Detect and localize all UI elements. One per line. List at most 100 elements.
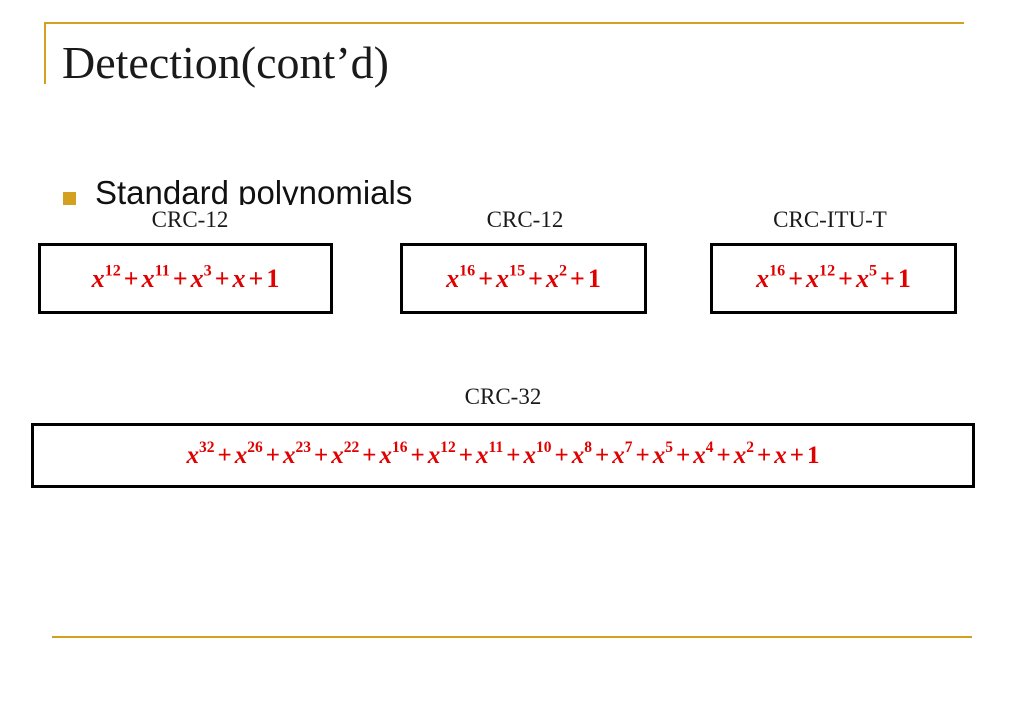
crc-12-term: x3 — [190, 262, 212, 293]
crc-itu-t-plus-sign: + — [788, 263, 804, 293]
crc-16-plus-sign: + — [570, 263, 585, 293]
crc-32-term: x5 — [652, 439, 673, 469]
crc-32-term: x32 — [186, 440, 215, 469]
crc-32-term-exponent: 26 — [247, 439, 263, 457]
crc-12-term: 1 — [266, 264, 279, 293]
crc-32-term: 1 — [807, 442, 820, 469]
crc-16-term-exponent: 15 — [509, 262, 526, 280]
crc-32-term-exponent: 2 — [746, 439, 754, 457]
crc-32-plus-sign: + — [458, 442, 474, 469]
crc-12-term-base: 1 — [266, 263, 280, 293]
bullet-text: Standard polynomials — [95, 174, 413, 205]
crc-32-term: x10 — [523, 440, 551, 469]
crc-itu-t-term: x12 — [806, 262, 836, 293]
crc-12-polynomial: x12+x11+x3+x+1 — [91, 262, 280, 293]
slide-title: Detection(cont’d) — [62, 37, 389, 88]
crc-itu-t-term-base: x — [855, 263, 869, 293]
crc-32-plus-sign: + — [410, 442, 425, 469]
crc-16-term-exponent: 16 — [459, 262, 476, 280]
title-left-rule — [44, 22, 46, 84]
crc-16-term-base: x — [545, 263, 559, 293]
crc-itu-t-term-base: x — [756, 263, 770, 293]
crc-32-plus-sign: + — [265, 442, 281, 469]
crc-32-term-exponent: 11 — [488, 439, 504, 457]
crc-16-term-base: x — [496, 263, 510, 293]
crc-32-term-base: x — [283, 442, 296, 469]
crc-32-term-exponent: 22 — [343, 439, 360, 457]
crc-itu-t-term-base: x — [806, 263, 820, 293]
crc-32-term-base: x — [186, 442, 200, 469]
crc-12-term-exponent: 11 — [154, 262, 170, 280]
crc-32-plus-sign: + — [554, 442, 569, 469]
crc-32-term-base: x — [774, 442, 787, 469]
crc-32-term: x — [774, 442, 787, 469]
footer-rule — [52, 636, 972, 638]
crc-32-term-base: x — [693, 442, 706, 469]
crc-32-term: x4 — [693, 439, 714, 469]
crc-32-term: x7 — [612, 439, 633, 469]
crc-12-term-base: x — [190, 263, 204, 293]
crc-12-label: CRC-12 — [151, 207, 229, 232]
crc-12-term: x — [233, 264, 246, 293]
crc-12-plus-sign: + — [123, 263, 139, 293]
crc-itu-t-term: x5 — [855, 263, 877, 293]
crc-itu-t-term: x16 — [756, 262, 786, 293]
crc-32-term: x16 — [380, 439, 408, 469]
crc-32-label: CRC-32 — [464, 384, 542, 409]
crc-12-plus-sign: + — [214, 263, 230, 293]
title-top-rule — [44, 22, 964, 24]
crc-16-term-exponent: 2 — [558, 262, 568, 280]
crc-32-plus-sign: + — [756, 442, 772, 469]
crc-32-term-base: x — [612, 442, 625, 469]
crc-32-plus-sign: + — [314, 442, 329, 469]
crc-itu-t-plus-sign: + — [880, 263, 895, 293]
crc-12-plus-sign: + — [248, 263, 264, 293]
crc-16-term-base: 1 — [587, 263, 601, 293]
crc-itu-t-term: 1 — [898, 264, 911, 293]
crc-32-term-base: x — [571, 442, 585, 469]
crc-32-term-base: x — [523, 442, 536, 469]
crc-32-term-exponent: 5 — [665, 439, 673, 457]
crc-12-term-base: x — [141, 263, 155, 293]
crc-32-term-base: x — [652, 442, 666, 469]
crc-32-plus-sign: + — [675, 442, 691, 469]
crc-32-plus-sign: + — [789, 442, 804, 469]
crc-32-polynomial: x32+x26+x23+x22+x16+x12+x11+x10+x8+x7+x5… — [186, 439, 820, 469]
crc-32-term: x2 — [733, 439, 754, 469]
crc-32-term-exponent: 12 — [440, 439, 456, 457]
crc-32-term-base: x — [234, 442, 248, 469]
crc-32-plus-sign: + — [716, 442, 731, 469]
crc-itu-t-plus-sign: + — [838, 263, 853, 293]
crc-32-term-exponent: 7 — [624, 439, 633, 457]
crc-12-term: x12 — [91, 263, 121, 293]
crc-itu-t-term-exponent: 16 — [769, 262, 786, 280]
crc-itu-t-box: x16+x12+x5+1 — [710, 243, 957, 314]
crc-32-plus-sign: + — [217, 442, 232, 469]
crc-32-term-base: x — [733, 442, 747, 469]
crc-32-plus-sign: + — [362, 442, 377, 469]
crc-16-polynomial: x16+x15+x2+1 — [446, 262, 601, 293]
crc-12-term-exponent: 3 — [203, 262, 212, 280]
crc-32-term: x26 — [234, 439, 263, 469]
crc-16-label: CRC-12 — [486, 207, 564, 232]
crc-32-term-exponent: 16 — [392, 439, 408, 457]
crc-12-box: x12+x11+x3+x+1 — [38, 243, 333, 314]
crc-itu-t-term-exponent: 12 — [819, 262, 836, 280]
crc-16-term: x15 — [496, 262, 526, 293]
crc-32-term-exponent: 8 — [584, 439, 592, 457]
crc-32-plus-sign: + — [506, 442, 521, 469]
crc-16-term-base: x — [446, 263, 460, 293]
crc-16-term: 1 — [588, 264, 601, 293]
crc-32-box: x32+x26+x23+x22+x16+x12+x11+x10+x8+x7+x5… — [31, 423, 975, 488]
crc-32-term: x23 — [283, 439, 312, 469]
crc-32-term-exponent: 23 — [295, 439, 312, 457]
crc-32-term-base: x — [476, 442, 489, 469]
crc-32-plus-sign: + — [635, 442, 650, 469]
crc-itu-t-label: CRC-ITU-T — [773, 207, 887, 232]
crc-itu-t-polynomial: x16+x12+x5+1 — [756, 262, 911, 293]
crc-12-term-base: x — [91, 263, 105, 293]
crc-32-term: x11 — [476, 439, 504, 469]
crc-32-term: x22 — [331, 439, 360, 469]
crc-32-term-exponent: 4 — [705, 439, 714, 457]
crc-16-plus-sign: + — [528, 263, 543, 293]
